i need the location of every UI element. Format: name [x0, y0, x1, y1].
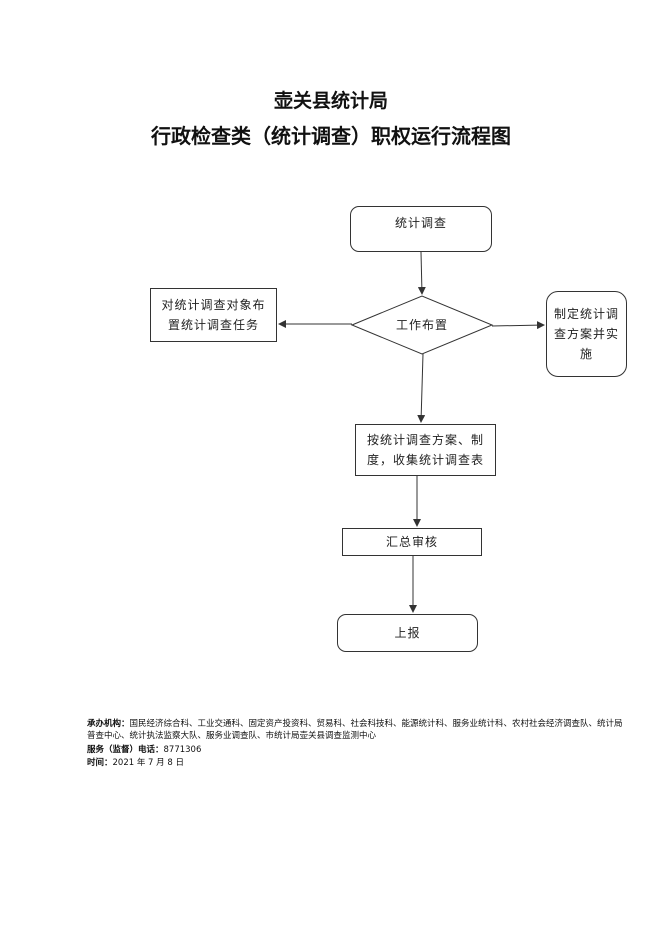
node-work-arrangement-label: 工作布置: [395, 318, 448, 332]
node-statistical-survey-label: 统计调查: [394, 216, 447, 230]
node-report: 上报: [337, 614, 478, 652]
arrow-survey-to-work: [417, 251, 426, 295]
node-summary-review-label: 汇总审核: [385, 535, 438, 549]
footer-phone-label: 服务（监督）电话：: [87, 745, 164, 755]
node-collect-survey-forms-label: 按统计调查方案、制度，收集统计调查表: [366, 433, 484, 467]
node-report-label: 上报: [394, 626, 421, 640]
footer-date: 时间：2021 年 7 月 8 日: [87, 757, 627, 769]
node-assign-survey-task-label: 对统计调查对象布置统计调查任务: [161, 298, 266, 332]
node-make-survey-plan-label: 制定统计调查方案并实施: [553, 307, 619, 361]
node-work-arrangement: 工作布置: [352, 296, 492, 354]
node-collect-survey-forms: 按统计调查方案、制度，收集统计调查表: [355, 424, 496, 476]
node-assign-survey-task: 对统计调查对象布置统计调查任务: [150, 288, 277, 342]
footer-date-value: 2021 年 7 月 8 日: [112, 758, 184, 768]
node-summary-review: 汇总审核: [342, 528, 482, 556]
footer-phone-value: 8771306: [163, 745, 202, 755]
title-org: 壶关县统计局: [273, 90, 388, 112]
footer-organization-label: 承办机构：: [87, 719, 130, 729]
node-make-survey-plan: 制定统计调查方案并实施: [546, 291, 627, 377]
arrow-work-to-plan: [491, 321, 545, 330]
title-flowchart: 行政检查类（统计调查）职权运行流程图: [151, 124, 511, 148]
node-statistical-survey: 统计调查: [350, 206, 492, 252]
footer-phone: 服务（监督）电话：8771306: [87, 744, 627, 756]
footer-date-label: 时间：: [87, 758, 113, 768]
footer-organization-value: 国民经济综合科、工业交通科、固定资产投资科、贸易科、社会科技科、能源统计科、服务…: [87, 719, 623, 741]
footer-organization: 承办机构：国民经济综合科、工业交通科、固定资产投资科、贸易科、社会科技科、能源统…: [87, 718, 627, 742]
arrow-work-to-collect: [417, 353, 426, 423]
decision-diamond: [350, 295, 494, 355]
